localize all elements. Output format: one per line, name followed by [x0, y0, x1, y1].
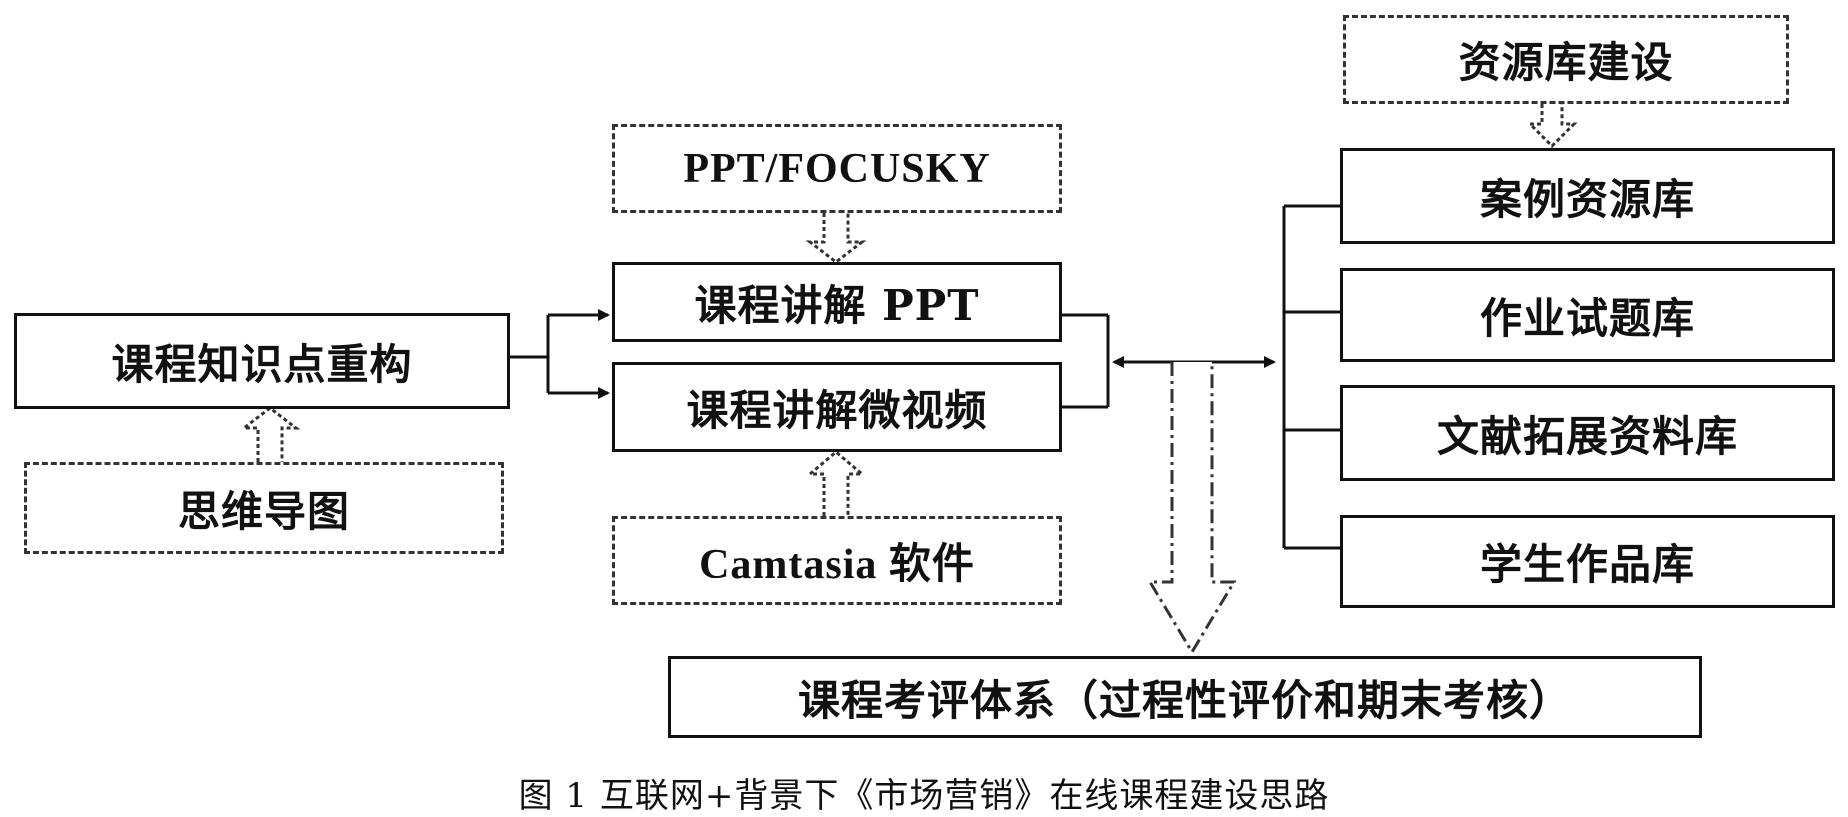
node-lecture-ppt: 课程讲解 PPT	[612, 262, 1062, 342]
node-camtasia: Camtasia 软件	[612, 516, 1062, 605]
node-mind-map: 思维导图	[24, 462, 504, 554]
node-ppt-focusky: PPT/FOCUSKY	[612, 124, 1062, 213]
node-ppt-focusky-label: PPT/FOCUSKY	[683, 145, 991, 192]
node-literature-library-label: 文献拓展资料库	[1436, 411, 1738, 461]
node-student-works-library-label: 学生作品库	[1479, 540, 1695, 589]
node-case-library: 案例资源库	[1340, 148, 1835, 244]
node-lecture-ppt-label: 课程讲解 PPT	[694, 280, 980, 330]
node-lecture-video: 课程讲解微视频	[612, 362, 1062, 452]
node-assessment-system-label: 课程考评体系（过程性评价和期末考核）	[797, 675, 1572, 725]
hollow-arrow-resource-build-down	[1526, 104, 1578, 149]
node-resource-build: 资源库建设	[1343, 15, 1789, 104]
node-assessment-system: 课程考评体系（过程性评价和期末考核）	[668, 656, 1702, 738]
hollow-arrow-to-assessment-down	[1147, 362, 1237, 655]
node-lecture-video-label: 课程讲解微视频	[686, 385, 988, 435]
node-resource-build-label: 资源库建设	[1458, 38, 1674, 87]
node-knowledge-restructure: 课程知识点重构	[14, 313, 510, 409]
node-literature-library: 文献拓展资料库	[1340, 385, 1835, 481]
node-mind-map-label: 思维导图	[177, 486, 350, 536]
node-exercise-library-label: 作业试题库	[1479, 293, 1695, 343]
figure-caption: 图 1 互联网+背景下《市场营销》在线课程建设思路	[518, 776, 1330, 816]
hollow-arrow-mindmap-up	[239, 406, 301, 462]
node-camtasia-label: Camtasia 软件	[699, 542, 975, 588]
connector-restructure-to-lectures	[510, 309, 610, 399]
connector-lectures-to-libraries	[1062, 204, 1340, 550]
node-knowledge-restructure-label: 课程知识点重构	[111, 339, 413, 389]
node-student-works-library: 学生作品库	[1340, 515, 1835, 608]
hollow-arrow-camtasia-up	[805, 450, 867, 516]
hollow-arrow-ppt-tool-down	[805, 213, 867, 264]
node-exercise-library: 作业试题库	[1340, 268, 1835, 362]
node-case-library-label: 案例资源库	[1479, 174, 1695, 224]
